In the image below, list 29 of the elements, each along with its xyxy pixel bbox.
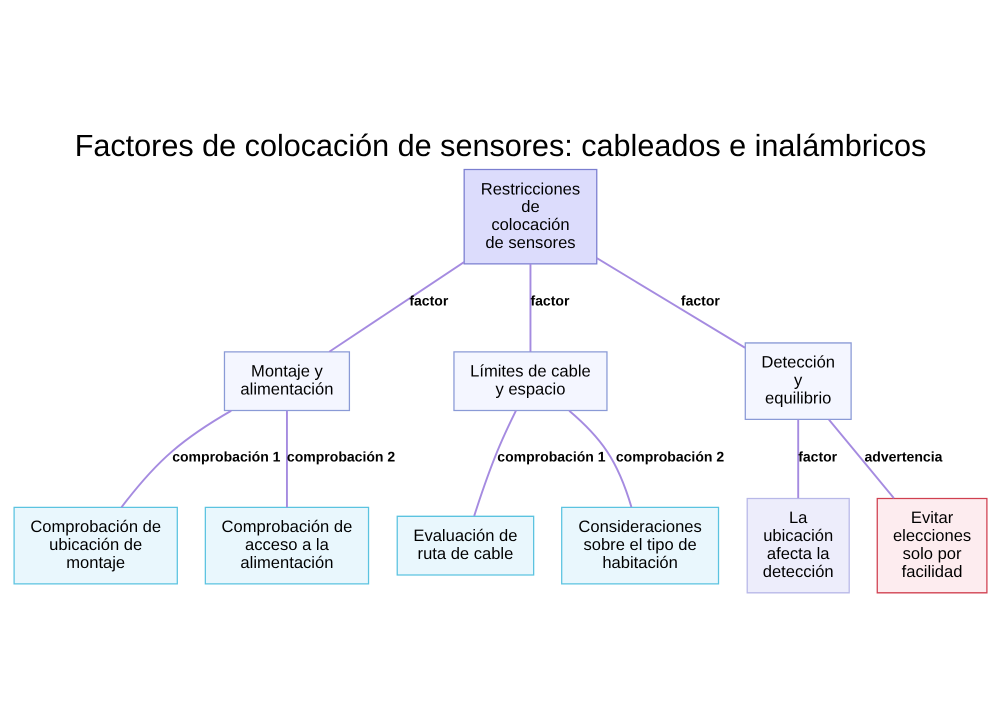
node-box: Detección y equilibrio: [744, 342, 852, 420]
connector: [120, 409, 232, 508]
edge-label: factor: [680, 292, 720, 308]
node-box: Montaje y alimentación: [223, 350, 350, 411]
edge-label: comprobación 2: [615, 448, 724, 464]
node-box: Evaluación de ruta de cable: [396, 515, 534, 576]
connector: [472, 410, 516, 516]
edge-label: comprobación 1: [496, 448, 606, 464]
node-box: Comprobación de ubicación de montaje: [12, 506, 178, 584]
edge-label: comprobación 1: [172, 448, 280, 464]
node-box: Consideraciones sobre el tipo de habitación: [560, 506, 719, 584]
edge-label: advertencia: [864, 448, 942, 464]
node-box: La ubicación afecta la detección: [746, 497, 850, 593]
connector: [596, 256, 746, 348]
connector: [796, 419, 799, 498]
node-box: Restricciones de colocación de sensores: [463, 168, 597, 264]
node-box: Evitar elecciones solo por facilidad: [876, 497, 988, 593]
edge-label: factor: [798, 448, 837, 464]
edge-label: factor: [530, 292, 569, 308]
connector: [328, 260, 464, 352]
diagram-title: Factores de colocación de sensores: cableados e inalámbricos: [74, 128, 926, 162]
node-box: Límites de cable y espacio: [452, 350, 608, 411]
connector: [828, 418, 894, 498]
edge-label: factor: [408, 292, 448, 308]
edge-label: comprobación 2: [286, 448, 395, 464]
connector: [529, 263, 531, 352]
connector: [286, 410, 288, 507]
connector: [568, 410, 632, 507]
node-box: Comprobación de acceso a la alimentación: [204, 506, 369, 584]
